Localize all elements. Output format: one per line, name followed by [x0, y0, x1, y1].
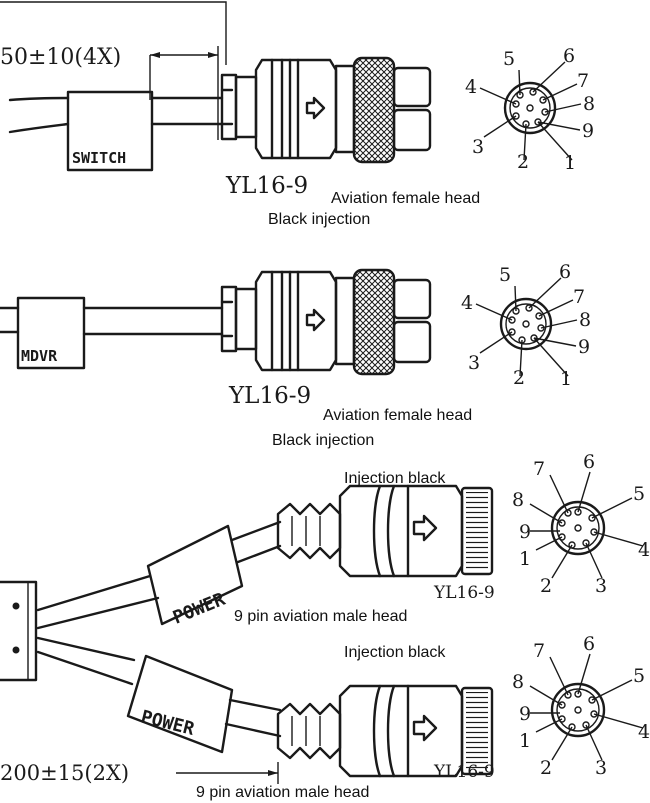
- svg-text:9: 9: [519, 703, 531, 725]
- svg-text:8: 8: [512, 671, 524, 693]
- svg-text:8: 8: [583, 93, 595, 115]
- model-label-4: YL16-9: [433, 762, 495, 782]
- black-injection-label-1: Black injection: [268, 211, 370, 228]
- power-label-2: POWER: [139, 706, 197, 740]
- svg-text:4: 4: [638, 721, 650, 743]
- power-box-1: [146, 524, 244, 626]
- switch-box: [66, 90, 154, 172]
- male-head-label-1: 9 pin aviation male head: [234, 608, 407, 625]
- dimension-bottom: 200±15(2X): [0, 761, 129, 785]
- female-connector-1: [220, 56, 432, 164]
- male-connector-1: [276, 484, 494, 578]
- svg-text:5: 5: [503, 48, 515, 70]
- svg-text:8: 8: [579, 309, 591, 331]
- section-switch-cable: 50±10(4X) SWITCH YL16-9 Aviation female …: [0, 1, 595, 228]
- power-label-1: POWER: [170, 589, 228, 629]
- svg-text:1: 1: [519, 730, 531, 752]
- svg-text:2: 2: [540, 757, 552, 779]
- injection-black-label-1: Injection black: [344, 470, 446, 487]
- female-pin-diagram-2: 1 2 3 4 5 6 7 8 9: [461, 261, 591, 390]
- svg-text:3: 3: [595, 757, 607, 779]
- svg-text:3: 3: [595, 575, 607, 597]
- svg-text:6: 6: [583, 633, 595, 655]
- svg-text:6: 6: [583, 451, 595, 473]
- svg-text:2: 2: [517, 151, 529, 173]
- svg-text:9: 9: [578, 336, 590, 358]
- svg-text:1: 1: [564, 152, 576, 174]
- svg-text:5: 5: [633, 665, 645, 687]
- splitter-block: [0, 580, 38, 682]
- svg-text:4: 4: [638, 539, 650, 561]
- male-pin-diagram-1: 1 2 3 4 5 6 7 8 9: [512, 451, 650, 597]
- black-injection-label-2: Black injection: [272, 432, 374, 449]
- svg-text:7: 7: [533, 640, 545, 662]
- svg-text:6: 6: [559, 261, 571, 283]
- power-box-2: [126, 654, 234, 754]
- mdvr-label: MDVR: [21, 347, 58, 365]
- svg-text:7: 7: [573, 286, 585, 308]
- svg-text:1: 1: [560, 368, 572, 390]
- switch-label: SWITCH: [72, 149, 126, 167]
- male-pin-diagram-2: 1 2 3 4 5 6 7 8 9: [512, 633, 650, 779]
- section-power-cables: POWER Injection black YL16-9 9 pin aviat…: [0, 451, 650, 801]
- svg-text:9: 9: [519, 521, 531, 543]
- svg-text:2: 2: [513, 367, 525, 389]
- svg-text:3: 3: [468, 352, 480, 374]
- svg-text:9: 9: [582, 120, 594, 142]
- svg-text:1: 1: [519, 548, 531, 570]
- model-label-2: YL16-9: [228, 383, 311, 409]
- svg-text:6: 6: [563, 45, 575, 67]
- svg-text:5: 5: [499, 264, 511, 286]
- section-mdvr-cable: MDVR YL16-9 Aviation female head Black i…: [0, 261, 591, 449]
- male-head-label-2: 9 pin aviation male head: [196, 784, 369, 801]
- model-label-3: YL16-9: [433, 583, 495, 603]
- female-head-label-1: Aviation female head: [331, 190, 480, 207]
- top-dimension-line: [0, 1, 227, 65]
- model-label-1: YL16-9: [225, 173, 308, 199]
- injection-black-label-2: Injection black: [344, 644, 446, 661]
- female-pin-diagram-1: 1 2 3 4 5 6 7 8 9: [465, 45, 595, 174]
- female-head-label-2: Aviation female head: [323, 407, 472, 424]
- svg-text:3: 3: [472, 136, 484, 158]
- svg-text:5: 5: [633, 483, 645, 505]
- svg-text:2: 2: [540, 575, 552, 597]
- female-connector-2: [220, 268, 432, 376]
- svg-text:8: 8: [512, 489, 524, 511]
- svg-text:4: 4: [461, 292, 473, 314]
- dimension-top: 50±10(4X): [0, 45, 121, 70]
- svg-text:7: 7: [533, 458, 545, 480]
- svg-text:7: 7: [577, 70, 589, 92]
- svg-text:4: 4: [465, 76, 477, 98]
